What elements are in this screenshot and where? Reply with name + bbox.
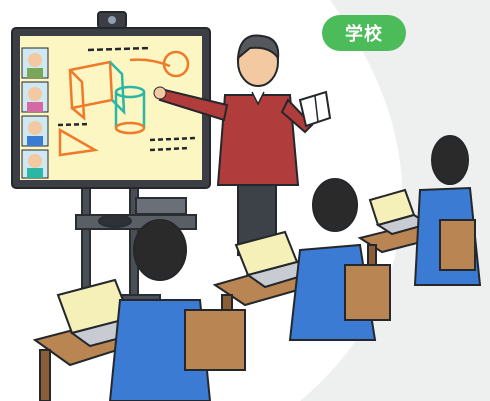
book-icon: [298, 90, 332, 128]
school-badge: 学校: [322, 15, 406, 51]
interactive-whiteboard: [11, 11, 211, 189]
video-participant-icon: [21, 47, 49, 179]
camera-icon: [97, 11, 127, 29]
background-arc: [300, 0, 490, 401]
teacher: [153, 34, 332, 256]
board-drawings: [57, 46, 197, 157]
students: [108, 135, 482, 401]
